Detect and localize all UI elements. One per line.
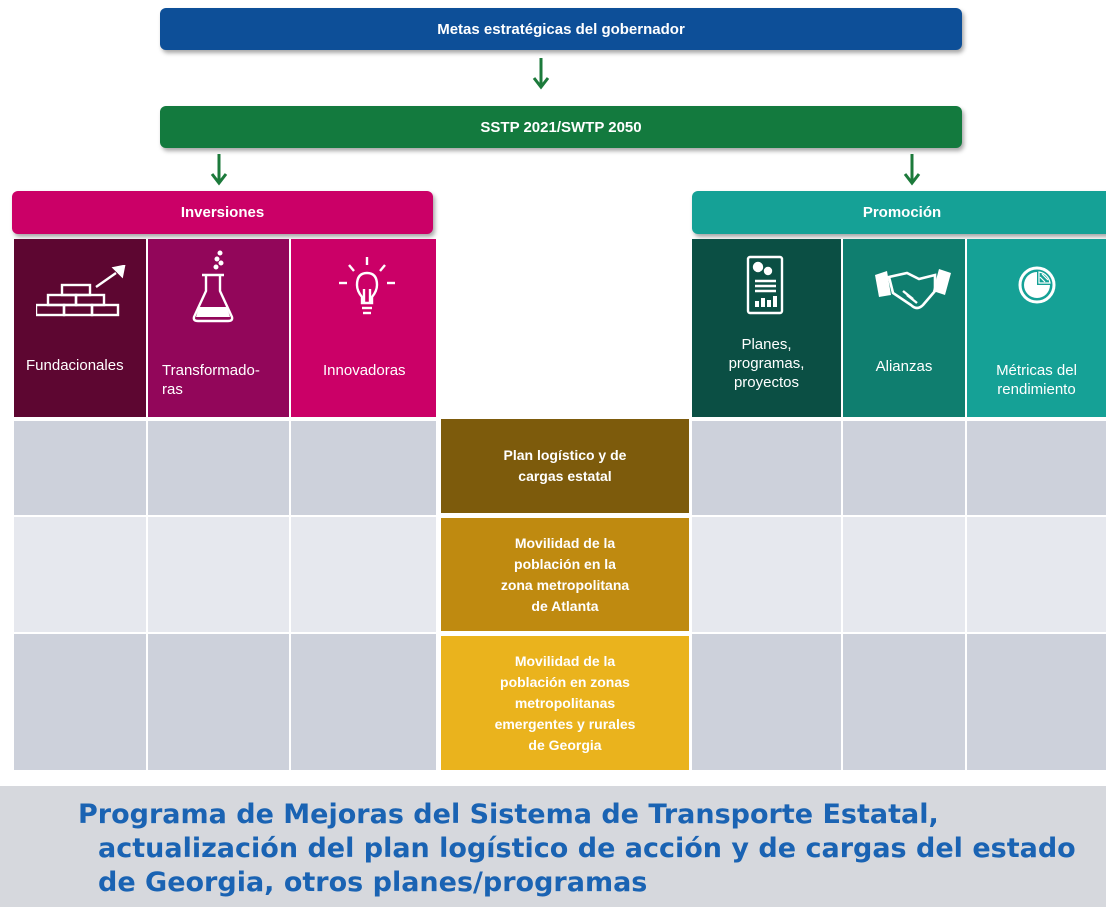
handshake-icon	[873, 265, 953, 315]
category-metricas: Métricas del rendimiento	[967, 239, 1106, 417]
category-transformadoras: Transformado- ras	[148, 239, 291, 417]
sstp-plan-banner: SSTP 2021/SWTP 2050	[160, 106, 962, 148]
grid-cell	[692, 421, 843, 517]
grid-cell	[967, 421, 1106, 517]
category-label: Métricas del rendimiento	[996, 362, 1077, 398]
freight-plan-box: Plan logístico y de cargas estatal	[441, 419, 689, 513]
footer-line-2: actualización del plan logístico de acci…	[98, 833, 1076, 864]
grid-cell	[291, 421, 438, 517]
category-innovadoras: Innovadoras	[291, 239, 438, 417]
grid-cell	[14, 634, 148, 772]
grid-cell	[291, 517, 438, 634]
pie-gauge-icon	[1017, 265, 1057, 305]
sstp-plan-label: SSTP 2021/SWTP 2050	[480, 118, 642, 136]
rural-mobility-box: Movilidad de la población en zonas metro…	[441, 636, 689, 770]
grid-cell	[843, 421, 967, 517]
atlanta-mobility-box: Movilidad de la población en la zona met…	[441, 518, 689, 631]
arrow-down-icon	[903, 154, 921, 186]
grid-cell	[967, 517, 1106, 634]
category-label: Innovadoras	[323, 362, 406, 379]
category-label: Planes, programas, proyectos	[728, 336, 805, 391]
grid-cell	[843, 634, 967, 772]
grid-cell	[148, 421, 291, 517]
document-gears-icon	[746, 255, 786, 317]
grid-cell	[148, 517, 291, 634]
investments-banner: Inversiones	[12, 191, 433, 234]
flask-icon	[190, 247, 238, 327]
category-label: Alianzas	[875, 358, 933, 375]
grid-cell	[967, 634, 1106, 772]
arrow-down-icon	[210, 154, 228, 186]
category-alianzas: Alianzas	[843, 239, 967, 417]
category-label: Fundacionales	[26, 357, 124, 374]
arrow-down-icon	[532, 58, 550, 90]
grid-cell	[843, 517, 967, 634]
governor-goals-banner: Metas estratégicas del gobernador	[160, 8, 962, 50]
bricks-trowel-icon	[36, 265, 126, 323]
grid-cell	[14, 421, 148, 517]
footer-band: Programa de Mejoras del Sistema de Trans…	[0, 786, 1106, 907]
promotion-title: Promoción	[862, 204, 942, 221]
footer-line-1: Programa de Mejoras del Sistema de Trans…	[78, 799, 939, 830]
grid-cell	[692, 517, 843, 634]
footer-line-3: de Georgia, otros planes/programas	[98, 867, 648, 898]
promotion-banner: Promoción	[692, 191, 1106, 234]
category-label: Transformado- ras	[162, 362, 260, 398]
governor-goals-label: Metas estratégicas del gobernador	[437, 20, 685, 38]
grid-cell	[692, 634, 843, 772]
category-planes: Planes, programas, proyectos	[692, 239, 843, 417]
grid-cell	[291, 634, 438, 772]
grid-cell	[148, 634, 291, 772]
category-fundacionales: Fundacionales	[14, 239, 148, 417]
lightbulb-icon	[337, 255, 397, 325]
investments-title: Inversiones	[180, 204, 265, 221]
grid-cell	[14, 517, 148, 634]
